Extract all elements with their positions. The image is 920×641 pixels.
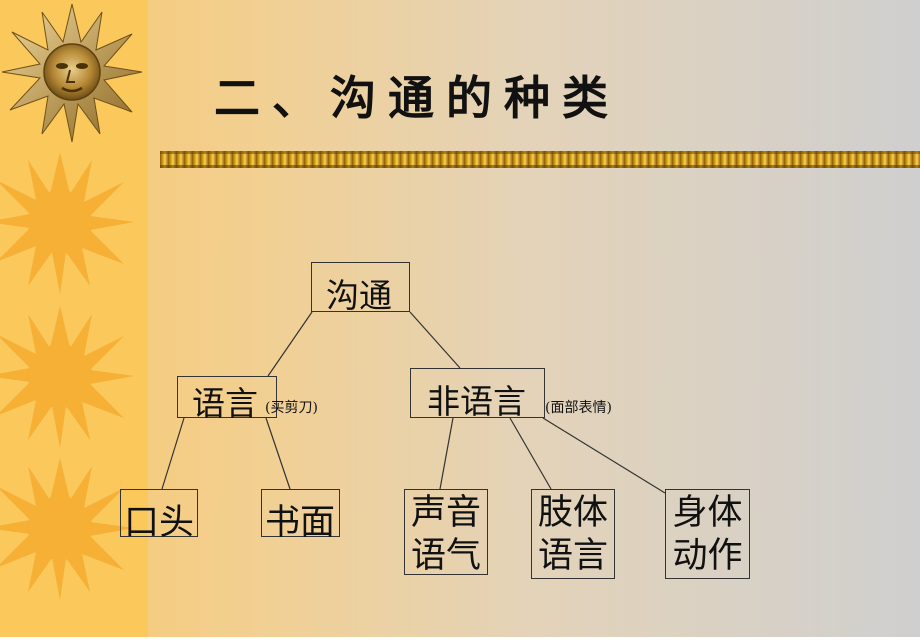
node-label-line2: 语气 [410,536,481,576]
connector-verbal-written [265,417,291,490]
verbal-example-note: (买剪刀) [265,400,318,416]
node-label-line1: 身体 [672,493,743,533]
node-label: 语言 [192,384,258,423]
node-voice-tone: 声音 语气 [404,489,488,576]
node-written: 书面 [261,489,340,543]
connector-root-nonverbal [409,311,461,369]
sun-face-icon [1,3,143,143]
node-label-line1: 肢体 [537,493,608,533]
sun-icon [0,306,134,448]
connector-root-verbal [267,311,313,377]
node-label: 非语言 [427,382,526,421]
node-nonverbal: 非语言 [410,368,545,421]
sun-decorations [0,3,143,600]
page-title: 二、沟通的种类 [214,71,620,125]
node-label: 书面 [265,503,336,543]
node-label-line2: 动作 [672,536,743,576]
nonverbal-example-note: (面部表情) [545,400,612,416]
sun-icon [0,458,134,600]
node-label-line1: 声音 [410,493,481,533]
node-verbal: 语言 [177,376,277,423]
connector-nonverbal-body [509,417,552,490]
node-oral: 口头 [120,489,198,543]
node-label-line2: 语言 [537,536,608,576]
node-communication: 沟通 [311,262,410,315]
node-label: 沟通 [326,276,392,315]
connector-nonverbal-voice [439,417,454,490]
node-label: 口头 [124,503,195,543]
sun-sidebar [0,0,148,637]
node-body-action: 身体 动作 [665,489,750,579]
connector-nonverbal-action [542,417,666,494]
connector-verbal-oral [161,417,185,490]
node-body-language: 肢体 语言 [531,489,615,579]
title-divider [160,151,920,168]
sun-icon [0,152,134,294]
